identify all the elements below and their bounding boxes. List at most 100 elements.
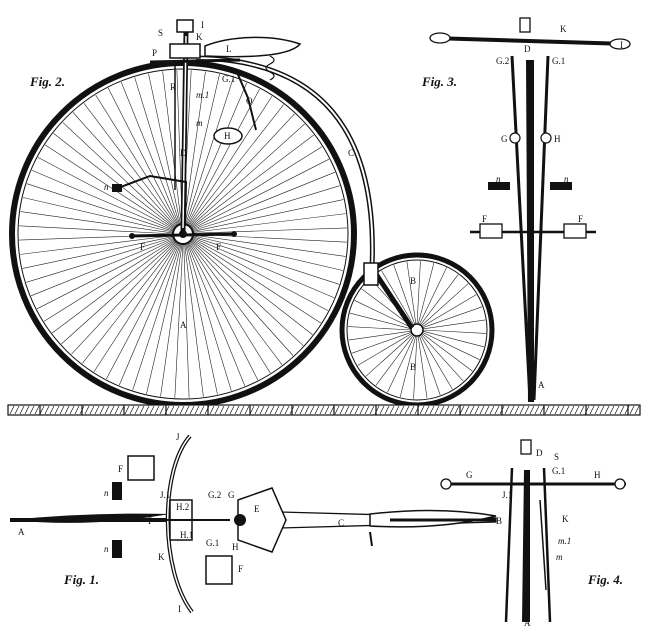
spoke	[387, 334, 416, 393]
hatch-line	[179, 405, 185, 415]
spoke	[186, 96, 273, 228]
fig1-label-g1: G.1	[206, 538, 219, 548]
hatch-line	[554, 405, 560, 415]
spoke	[82, 240, 179, 364]
spoke	[26, 183, 176, 233]
spoke	[421, 330, 484, 348]
hatch-line	[149, 405, 155, 415]
hatch-line	[239, 405, 245, 415]
fig4-label-k: K	[562, 514, 569, 524]
spoke	[107, 87, 180, 228]
spoke	[189, 158, 330, 231]
fig4-label-d: D	[536, 448, 543, 458]
spoke	[188, 239, 294, 356]
spoke	[420, 333, 464, 382]
hatch-line	[469, 405, 475, 415]
fig2-label-b1: B	[410, 276, 416, 286]
hatch-line	[254, 405, 260, 415]
hatch-line	[354, 405, 360, 415]
fig3-label-d: D	[524, 44, 531, 54]
fig4-grip-left	[440, 478, 452, 490]
spoke	[36, 237, 177, 310]
fig4-grip-right	[614, 478, 626, 490]
hatch-line	[514, 405, 520, 415]
fig1-pedal-top	[127, 455, 155, 481]
hatch-line	[489, 405, 495, 415]
spoke	[350, 312, 413, 330]
hatch-line	[409, 405, 415, 415]
spoke	[93, 240, 180, 372]
spoke	[190, 199, 344, 233]
hatch-line	[109, 405, 115, 415]
hatch-line	[49, 405, 55, 415]
spoke	[186, 240, 259, 381]
spoke	[190, 185, 340, 232]
spoke	[160, 241, 183, 397]
hatch-line	[174, 405, 180, 415]
hatch-line	[429, 405, 435, 415]
hatch-line	[184, 405, 190, 415]
hatch-line	[439, 405, 445, 415]
hatch-line	[519, 405, 525, 415]
hatch-line	[589, 405, 595, 415]
hatch-line	[124, 405, 130, 415]
spoke	[187, 104, 284, 228]
fig1-label-e: E	[254, 504, 260, 514]
fig3-label-k: K	[560, 24, 567, 34]
spoke	[30, 237, 176, 297]
hatch-line	[459, 405, 465, 415]
fig4-title: Fig. 4.	[587, 572, 623, 587]
spoke	[365, 333, 414, 377]
fig2-backbone	[195, 55, 415, 330]
fig4-fork-left	[504, 467, 514, 623]
hatch-line	[54, 405, 60, 415]
hatch-line	[399, 405, 405, 415]
spoke	[190, 234, 346, 257]
fig2-label-a: A	[180, 320, 187, 330]
fig2-label-f: F	[140, 242, 145, 252]
hatch-line	[604, 405, 610, 415]
fig2-label-i: I	[201, 20, 204, 30]
hatch-line	[534, 405, 540, 415]
hatch-line	[114, 405, 120, 415]
fig1-label-c: C	[338, 518, 344, 528]
spoke	[95, 94, 179, 228]
hatch-line	[264, 405, 270, 415]
spoke	[417, 334, 428, 399]
hatch-line	[44, 405, 50, 415]
fig3-footrest-left	[488, 182, 510, 190]
fig1-pedal-bottom	[205, 555, 233, 585]
spoke	[184, 241, 218, 395]
spoke	[406, 261, 417, 326]
spoke	[43, 238, 177, 322]
fig4-label-j1: J.1	[502, 490, 512, 500]
spoke	[186, 88, 260, 227]
hatch-line	[169, 405, 175, 415]
spoke	[183, 71, 206, 227]
spoke	[187, 239, 283, 365]
spoke	[62, 122, 178, 230]
fig4-label-a: A	[524, 618, 531, 627]
fig2-label-m: m	[196, 118, 203, 128]
fig2-label-c: C	[348, 148, 354, 158]
hatch-line	[339, 405, 345, 415]
fig4-head	[520, 439, 532, 455]
fig2-saddle	[204, 36, 302, 58]
hatch-line	[319, 405, 325, 415]
hatch-line	[159, 405, 165, 415]
spoke	[146, 241, 182, 394]
hatch-line	[444, 405, 450, 415]
spoke	[189, 146, 323, 230]
spoke	[37, 157, 176, 231]
fig4-label-h: H	[594, 470, 601, 480]
spoke	[190, 235, 340, 285]
fig2-label-d: D	[180, 148, 187, 158]
fig2-label-g1: G.1	[222, 74, 235, 84]
hatch-line	[134, 405, 140, 415]
spoke	[190, 227, 347, 234]
fig2-footrest	[112, 184, 122, 192]
fig3-front-view: Fig. 3. K I D G.2 G.1 G H n n F F A	[421, 17, 631, 402]
spoke	[187, 113, 295, 229]
fig3-label-g1: G.1	[552, 56, 565, 66]
